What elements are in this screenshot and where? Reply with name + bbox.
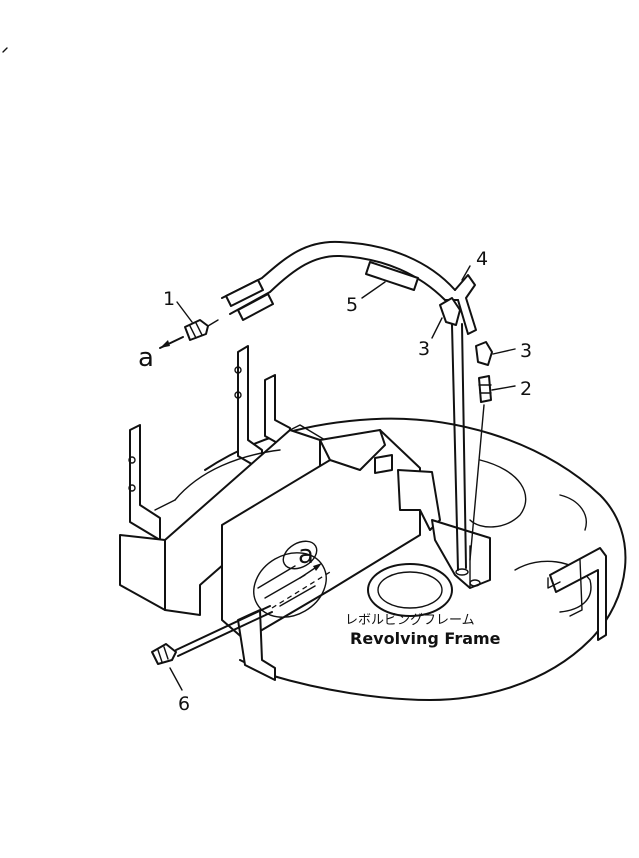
front-plate [221,429,491,681]
leader-lines [169,265,516,691]
frame-label-japanese: レボルビングフレーム [345,613,475,628]
callout-6: 6 [178,693,190,715]
callout-5: 5 [346,294,358,316]
fitting-6 [151,563,331,665]
view-marker-a-left: a [138,343,154,373]
callout-2: 2 [520,378,532,400]
fitting-1 [159,319,219,349]
stray-mark [2,47,8,53]
view-marker-a-center: a [298,540,314,570]
revolving-frame [204,417,627,701]
callout-4: 4 [476,248,488,270]
hose-assembly [221,240,493,587]
callout-1: 1 [163,288,175,310]
callout-3-right: 3 [520,340,532,362]
frame-label-english: Revolving Frame [350,629,501,648]
callout-3-left: 3 [418,338,430,360]
